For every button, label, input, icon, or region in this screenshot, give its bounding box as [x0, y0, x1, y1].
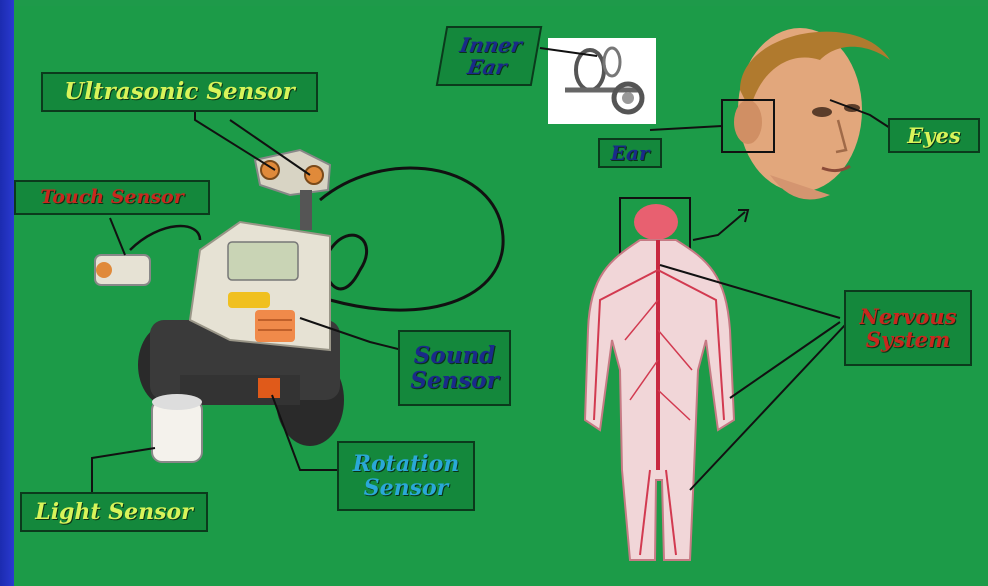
- sound-sensor-label: Sound Sensor: [398, 330, 511, 406]
- light-sensor-label: Light Sensor: [20, 492, 208, 532]
- ultrasonic-sensor-label: Ultrasonic Sensor: [41, 72, 318, 112]
- ear-label: Ear: [598, 138, 662, 168]
- inner-ear-label: Inner Ear: [436, 26, 543, 86]
- rotation-sensor-label: Rotation Sensor: [337, 441, 475, 511]
- human-nervous-system-icon: [585, 198, 734, 560]
- eyes-label: Eyes: [888, 118, 980, 153]
- nervous-system-label: Nervous System: [844, 290, 972, 366]
- touch-sensor-label: Touch Sensor: [14, 180, 210, 215]
